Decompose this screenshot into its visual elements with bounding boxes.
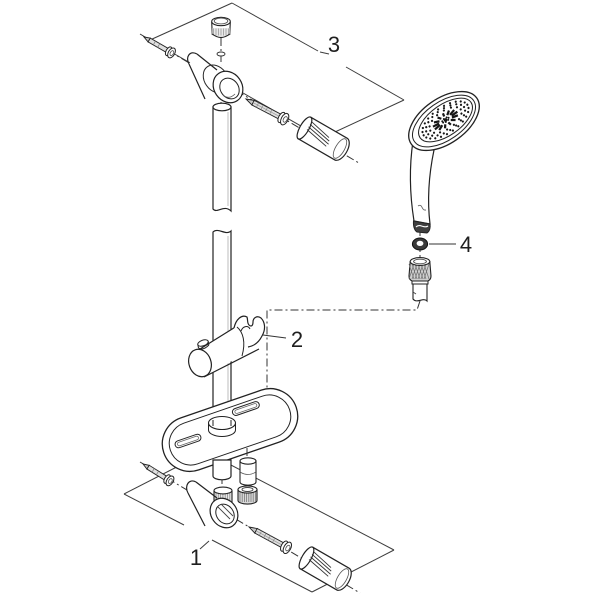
hand-shower: [408, 90, 480, 234]
label-2-leader: [262, 334, 287, 339]
rail-lower-segment: [212, 229, 232, 433]
hosenut-knurl: [408, 263, 430, 280]
spray-pattern: [421, 100, 470, 140]
shower-head: [408, 90, 480, 152]
rail-bottom-stub: [212, 459, 232, 481]
part-label-1: 1: [190, 545, 202, 570]
cap-ribs: [213, 28, 229, 36]
shower-handle: [409, 140, 435, 225]
grub-screw-bottom: [141, 463, 175, 487]
glider-fork: [233, 315, 266, 348]
dish-slot-left: [174, 433, 202, 449]
part-label-4: 4: [460, 232, 472, 257]
cap-screw-hole: [216, 51, 226, 57]
bracket-bore: [219, 77, 240, 100]
dish-knurled-nut: [237, 485, 258, 505]
label-1-tick: [199, 540, 210, 550]
hose-guide-line: [266, 300, 421, 391]
hose-nut: [408, 257, 432, 285]
part-4-washer: [411, 237, 429, 251]
long-screw-bottom: [247, 526, 293, 554]
dish-rail-hub: [207, 415, 237, 437]
top-wall-bracket: [186, 51, 244, 104]
grub-screw-top: [142, 36, 176, 59]
soap-dish: [161, 388, 299, 472]
dish-slot-right: [231, 401, 260, 416]
label-3-tick: [319, 51, 330, 55]
bracket-face: [212, 70, 244, 104]
wall-anchor-bottom: [298, 546, 352, 591]
part-label-3: 3: [328, 32, 340, 57]
wall-anchor-top: [296, 116, 350, 161]
bottom-wall-bracket: [185, 480, 239, 529]
dish-fixing-stud: [239, 457, 257, 486]
panel-group-1-outline: [123, 451, 395, 593]
part-label-2: 2: [291, 327, 303, 352]
handle-inlet: [412, 220, 431, 234]
rail-top-cap: [212, 102, 232, 112]
part-2-glider: [188, 315, 266, 378]
rail-end-cap: [211, 16, 231, 39]
hose-stub: [412, 283, 428, 303]
bracket-bore: [215, 503, 235, 525]
shower-rail: [212, 102, 232, 433]
long-screw-top: [244, 98, 290, 126]
